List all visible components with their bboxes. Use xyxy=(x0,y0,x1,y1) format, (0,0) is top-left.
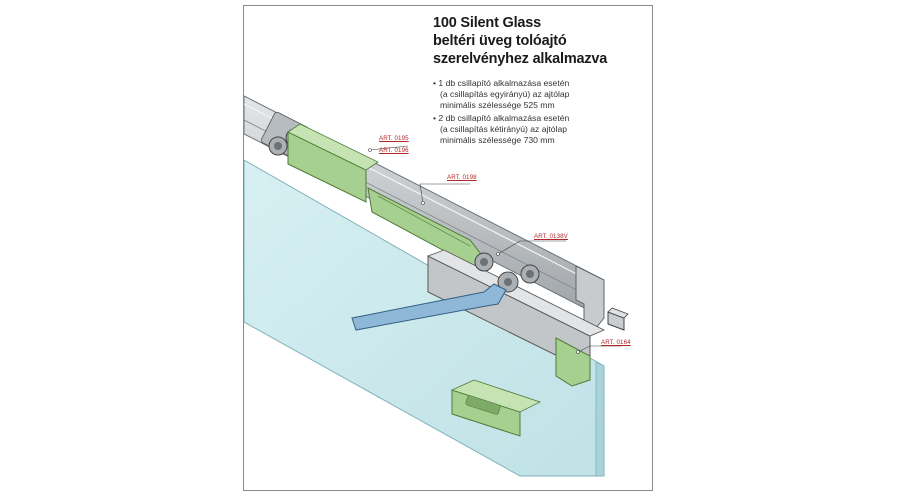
wrench-tool xyxy=(351,283,507,331)
end-stop xyxy=(607,307,629,331)
label-art-0164: ART. 0164 xyxy=(601,339,631,346)
leader-lines xyxy=(368,145,622,354)
label-art-0195: ART. 0195 xyxy=(379,135,409,142)
note-2-line-2: (a csillapítás kétirányú) az ajtólap xyxy=(440,124,568,134)
note-2-line-1: • 2 db csillapító alkalmazása esetén xyxy=(433,113,570,123)
title-line-3: szerelvényhez alkalmazva xyxy=(433,51,608,67)
label-art-0198: ART. 0198 xyxy=(447,174,477,181)
label-art-0196: ART. 0196 xyxy=(379,147,409,154)
label-art-0138v: ART. 0138V xyxy=(534,233,568,240)
right-roller-carriage xyxy=(426,249,605,387)
glass-panel-edge xyxy=(595,361,605,477)
note-1-line-2: (a csillapítás egyirányú) az ajtólap xyxy=(440,89,570,99)
note-2-line-3: minimális szélessége 730 mm xyxy=(440,135,555,145)
floor-guide xyxy=(450,379,542,437)
title-line-1: 100 Silent Glass xyxy=(433,15,542,31)
note-1-line-1: • 1 db csillapító alkalmazása esetén xyxy=(433,78,570,88)
title-line-2: beltéri üveg tolóajtó xyxy=(433,33,567,49)
note-1-line-3: minimális szélessége 525 mm xyxy=(440,100,555,110)
